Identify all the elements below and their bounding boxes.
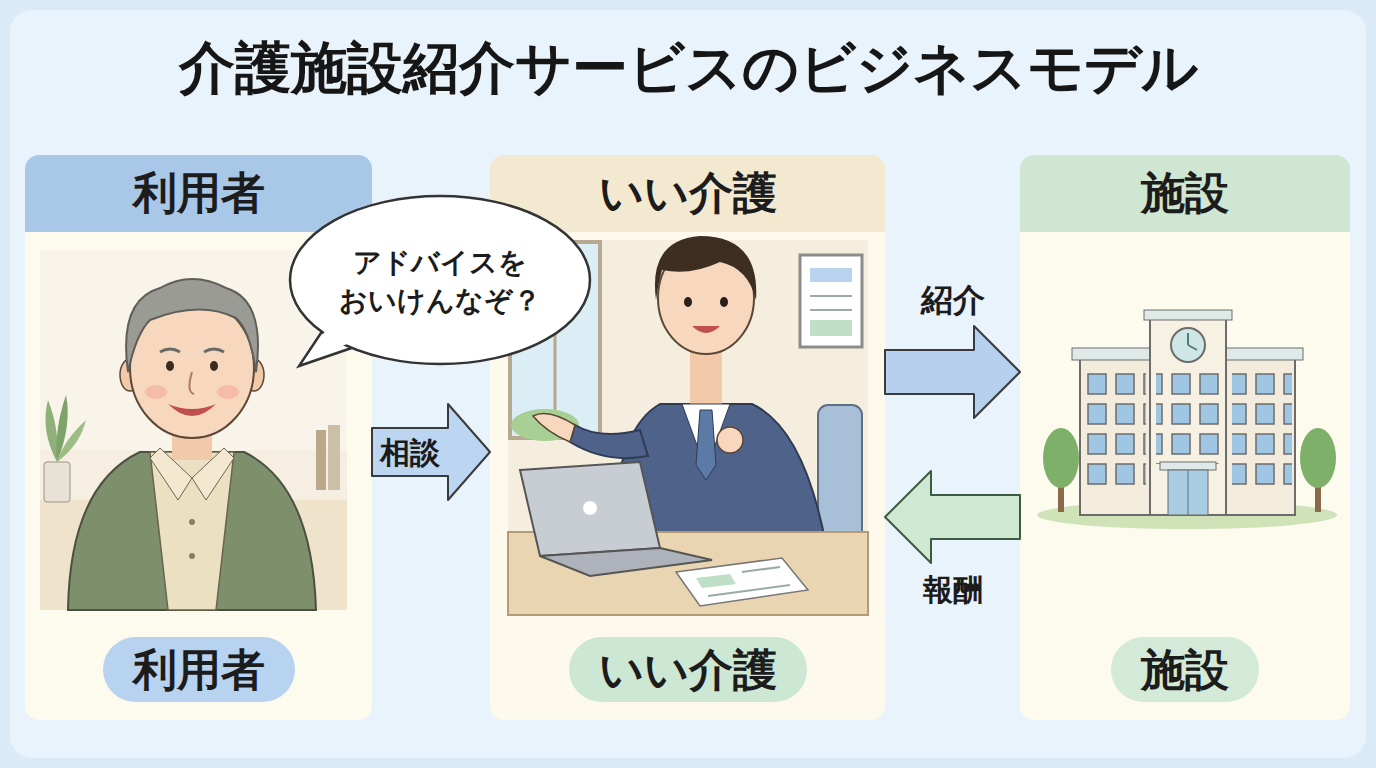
advisor-illustration-part: [696, 410, 716, 480]
facility-illustration-part: [1187, 333, 1189, 345]
pill-row: 利用者: [25, 637, 372, 702]
bubble-joint: [305, 320, 363, 360]
advisor-illustration-part: [708, 585, 790, 596]
panel-label: いい介護: [569, 637, 807, 702]
user-illustration-part: [328, 425, 340, 490]
panel-ground: [25, 155, 1350, 720]
fee-arrow: [885, 471, 1020, 563]
user-illustration-part: [189, 372, 194, 394]
title: 介護施設紹介サービスのビジネスモデル: [0, 34, 1376, 101]
advisor-illustration-part: [810, 320, 852, 336]
facility-illustration-part: [1188, 345, 1197, 350]
arrow-label: 報酬: [920, 573, 986, 606]
advisor-illustration-part: [810, 309, 852, 311]
facility-panel: 施設施設: [1020, 155, 1350, 720]
header-band: 施設: [1020, 155, 1350, 232]
header-band: 利用者: [25, 155, 372, 232]
user-illustration-part: [150, 448, 192, 500]
page-ground-part: [10, 10, 1366, 758]
advisor-illustration-part: [720, 297, 728, 307]
pill-row: いい介護: [490, 637, 885, 702]
user-illustration-part: [160, 349, 180, 352]
facility-illustration-part: [1232, 370, 1292, 490]
advisor-illustration-part: [690, 348, 722, 408]
user-illustration-part: [217, 385, 239, 399]
advisor-illustration-part: [520, 462, 660, 556]
advisor-illustration-part: [676, 558, 808, 606]
panel-heading: いい介護: [599, 167, 777, 220]
advisor-illustration-part: [570, 425, 648, 458]
arrow-label: 紹介: [918, 283, 988, 318]
advisor-illustration-part: [692, 326, 720, 333]
referral-arrow: [885, 326, 1020, 418]
user-illustration-part: [204, 349, 224, 352]
facility-illustration-part: [1188, 470, 1189, 515]
user-illustration-part: [45, 400, 57, 462]
speech-bubble: アドバイスを おいけんなぞ？: [285, 192, 595, 372]
advisor-illustration-part: [655, 236, 756, 300]
user-illustration-part: [68, 452, 316, 610]
bubble-outline: [285, 192, 595, 372]
user-illustration-part: [44, 462, 70, 502]
user-illustration-part: [57, 420, 86, 462]
facility-illustration-part: [1084, 370, 1146, 490]
facility-illustration-part: [1156, 372, 1222, 464]
arrow-label: 相談: [377, 436, 443, 469]
advisor-illustration-part: [583, 501, 597, 515]
user-illustration-part: [210, 361, 218, 371]
facility-illustration-part: [1150, 318, 1226, 515]
user-illustration-part: [145, 385, 167, 399]
bubble-body: [290, 196, 590, 364]
bubble-text-area: アドバイスを おいけんなぞ？: [285, 192, 595, 372]
advisor-illustration-part: [717, 427, 743, 453]
user-illustration-part: [189, 553, 195, 559]
facility-illustration-part: [1168, 470, 1208, 515]
consult-arrow: [372, 404, 490, 500]
facility-illustration-part: [1171, 328, 1205, 362]
advisor-illustration-part: [696, 574, 736, 588]
advisor-illustration-part: [511, 409, 579, 441]
user-illustration-part: [189, 519, 195, 525]
panel-heading: 施設: [1141, 167, 1229, 220]
advisor-illustration-part: [818, 405, 862, 545]
advisor-illustration-part: [810, 295, 852, 297]
advisor-illustration-part: [810, 268, 852, 282]
facility-illustration-part: [1160, 462, 1216, 470]
user-illustration-part: [316, 430, 326, 490]
panel-label: 利用者: [103, 637, 295, 702]
facility-illustration-part: [1144, 310, 1232, 320]
advisor-illustration-part: [684, 297, 692, 307]
facility-illustration: [1037, 310, 1337, 529]
panel-ground-part: [1020, 155, 1350, 720]
user-illustration-part: [192, 448, 234, 500]
header-band: いい介護: [490, 155, 885, 232]
facility-illustration-part: [1300, 428, 1336, 488]
facility-illustration-part: [1080, 355, 1295, 515]
user-illustration-part: [166, 361, 174, 371]
user-illustration-part: [168, 404, 216, 416]
advisor-illustration-part: [742, 567, 780, 572]
panel-heading: 利用者: [133, 167, 265, 220]
speech-text: アドバイスを おいけんなぞ？: [337, 244, 543, 320]
advisor-illustration-part: [800, 255, 862, 347]
facility-illustration-part: [1043, 428, 1079, 488]
user-illustration-part: [126, 279, 258, 372]
pill-row: 施設: [1020, 637, 1350, 702]
panel-label: 施設: [1111, 637, 1259, 702]
advisor-illustration-part: [533, 413, 575, 442]
